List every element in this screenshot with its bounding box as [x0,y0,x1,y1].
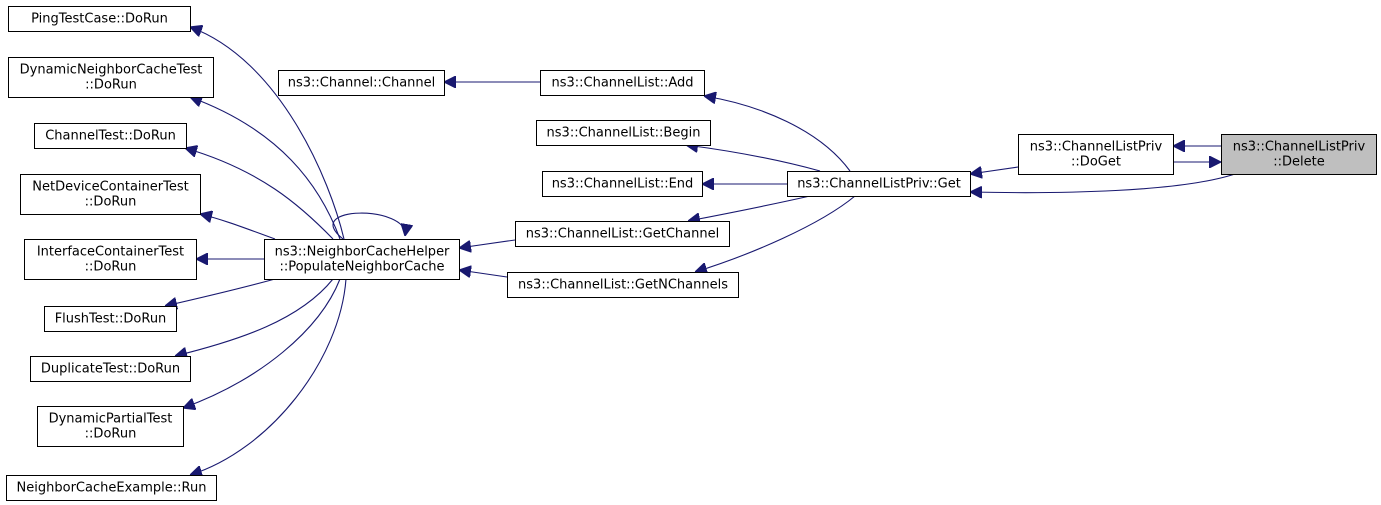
node-ping[interactable]: PingTestCase::DoRun [8,6,191,32]
node-box [278,70,445,96]
edge-populate-to-ncex [190,278,347,475]
node-box [30,356,191,382]
node-label: ns3::ChannelList::GetNChannels [518,278,728,293]
edge-getch-to-populate [459,239,516,248]
edge-privget-to-delete [970,173,1236,193]
node-label: ns3::ChannelList::GetChannel [526,227,719,242]
node-label: ns3::ChannelListPriv::Get [797,177,961,192]
node-label: ::DoRun [85,195,137,210]
edge-populate-to-dynpart [183,278,341,408]
node-privget[interactable]: ns3::ChannelListPriv::Get [787,171,971,197]
node-label: DuplicateTest::DoRun [41,362,180,377]
node-label: NeighborCacheExample::Run [17,481,207,496]
node-iface[interactable]: InterfaceContainerTest::DoRun [24,239,197,280]
node-label: FlushTest::DoRun [55,312,167,327]
node-box [540,70,705,96]
edge-populate-to-dyn_nc [190,97,341,240]
edge-privget-to-getn [695,195,856,272]
node-label: ns3::NeighborCacheHelper [275,245,450,260]
edge-populate-to-flush [165,278,276,306]
node-box [34,123,187,149]
node-box [536,120,711,146]
edge-doget-to-privget [970,167,1019,174]
node-box [6,475,217,501]
node-chtest[interactable]: ChannelTest::DoRun [34,123,187,149]
node-dynpart[interactable]: DynamicPartialTest::DoRun [37,406,184,447]
node-label: InterfaceContainerTest [37,245,184,260]
node-box [8,6,191,32]
node-delete[interactable]: ns3::ChannelListPriv::Delete [1221,134,1377,175]
node-box [787,171,971,197]
node-dyn_nc[interactable]: DynamicNeighborCacheTest::DoRun [8,57,214,98]
node-label: ::DoRun [85,260,137,275]
node-label: ::DoGet [1071,155,1121,170]
node-label: ns3::ChannelListPriv [1233,140,1366,155]
node-label: ::Delete [1273,155,1324,170]
node-end[interactable]: ns3::ChannelList::End [542,171,703,197]
edge-privget-to-getch [688,195,811,221]
node-label: DynamicPartialTest [49,412,173,427]
node-label: ns3::Channel::Channel [288,76,436,91]
edge-populate-to-netdev [200,214,276,240]
node-label: ns3::ChannelList::End [552,177,694,192]
edge-populate-to-dup [175,278,334,356]
edge-populate-to-populate [332,212,405,240]
node-box [542,171,703,197]
node-netdev[interactable]: NetDeviceContainerTest::DoRun [20,174,201,215]
node-box [515,221,730,247]
node-add[interactable]: ns3::ChannelList::Add [540,70,705,96]
node-ncex[interactable]: NeighborCacheExample::Run [6,475,217,501]
node-box [8,57,214,98]
node-getn[interactable]: ns3::ChannelList::GetNChannels [507,272,739,298]
node-flush[interactable]: FlushTest::DoRun [44,306,177,332]
node-box [1018,134,1174,175]
node-label: ns3::ChannelList::Add [551,76,693,91]
node-getch[interactable]: ns3::ChannelList::GetChannel [515,221,730,247]
node-box [37,406,184,447]
edge-getn-to-populate [459,270,508,277]
node-chctor[interactable]: ns3::Channel::Channel [278,70,445,96]
node-label: ::PopulateNeighborCache [279,260,444,275]
node-box [44,306,177,332]
node-box [264,239,460,280]
edge-populate-to-chtest [185,148,334,240]
node-box [20,174,201,215]
node-layer: PingTestCase::DoRunDynamicNeighborCacheT… [6,6,1377,501]
edge-privget-to-add [704,96,851,172]
edge-privget-to-begin [686,145,821,172]
node-dup[interactable]: DuplicateTest::DoRun [30,356,191,382]
node-begin[interactable]: ns3::ChannelList::Begin [536,120,711,146]
node-populate[interactable]: ns3::NeighborCacheHelper::PopulateNeighb… [264,239,460,280]
node-doget[interactable]: ns3::ChannelListPriv::DoGet [1018,134,1174,175]
node-box [24,239,197,280]
edge-layer [165,27,1236,475]
node-label: PingTestCase::DoRun [31,12,168,27]
node-label: ns3::ChannelList::Begin [547,126,701,141]
node-box [1221,134,1377,175]
node-label: ns3::ChannelListPriv [1030,140,1163,155]
node-label: ::DoRun [85,427,137,442]
node-label: NetDeviceContainerTest [32,180,188,195]
node-label: ::DoRun [85,78,137,93]
node-box [507,272,739,298]
edge-populate-to-ping [190,27,345,240]
node-label: DynamicNeighborCacheTest [20,63,203,78]
node-label: ChannelTest::DoRun [45,129,176,144]
